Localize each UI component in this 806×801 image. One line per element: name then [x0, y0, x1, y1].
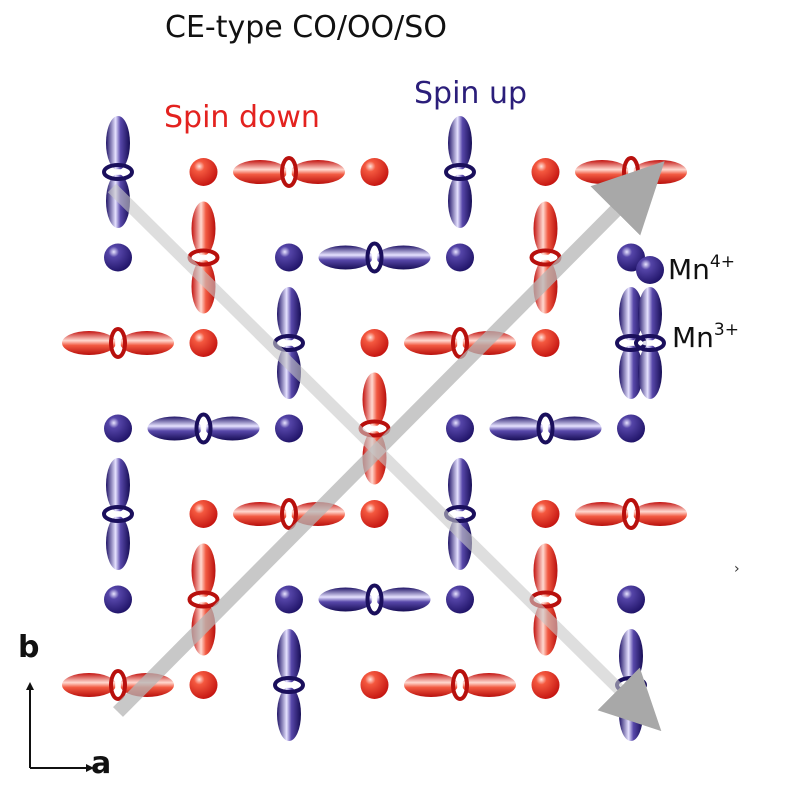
stray-mark: › — [734, 561, 740, 577]
legend-symbols — [634, 256, 666, 399]
site-spin-up-mn3-orbital-horizontal-r1c3 — [318, 241, 431, 274]
diagonal-arrow-down-right — [107, 183, 662, 732]
site-spin-up-mn4-sphere-r3c4 — [446, 414, 474, 443]
site-spin-up-mn4-sphere-r1c4 — [446, 243, 474, 272]
site-spin-down-mn3-orbital-vertical-r5c1 — [187, 543, 220, 656]
site-spin-down-mn4-sphere-r4c1 — [189, 500, 218, 528]
site-spin-up-mn3-orbital-horizontal-r3c1 — [147, 412, 260, 445]
site-spin-down-mn4-sphere-r0c5 — [531, 158, 560, 186]
site-spin-up-mn4-sphere-r3c2 — [275, 414, 303, 443]
mn4-charge: 4+ — [709, 252, 735, 272]
site-spin-down-mn3-orbital-vertical-r1c1 — [187, 201, 220, 314]
site-spin-down-mn4-sphere-r6c3 — [360, 671, 389, 699]
spin-up-label: Spin up — [414, 76, 528, 111]
site-spin-up-mn4-sphere-r5c4 — [446, 585, 474, 614]
site-spin-up-mn4-sphere-r3c0 — [104, 414, 132, 443]
site-spin-up-mn3-orbital-horizontal-r5c3 — [318, 583, 431, 616]
a-axis-label: a — [91, 746, 112, 781]
diagonal-arrows — [107, 161, 665, 732]
mn3-charge: 3+ — [713, 320, 739, 340]
mn4-legend-label: Mn4+ — [668, 252, 735, 286]
site-spin-up-mn4-sphere-r5c2 — [275, 585, 303, 614]
site-spin-up-mn4-sphere-r5c6 — [617, 585, 645, 614]
site-spin-up-mn3-orbital-vertical-r6c2 — [273, 629, 305, 741]
b-axis-label: b — [18, 630, 40, 665]
site-spin-down-mn3-orbital-horizontal-r2c0 — [62, 327, 174, 359]
site-spin-up-mn4-sphere-r5c0 — [104, 585, 132, 614]
site-spin-up-mn4-sphere-r1c0 — [104, 243, 132, 272]
legend-mn4-sphere-icon — [636, 256, 664, 284]
site-spin-down-mn3-orbital-horizontal-r6c4 — [404, 669, 516, 701]
site-spin-down-mn4-sphere-r2c5 — [531, 329, 560, 357]
site-spin-down-mn4-sphere-r6c1 — [189, 671, 218, 699]
site-spin-down-mn4-sphere-r2c1 — [189, 329, 218, 357]
diagram-title: CE-type CO/OO/SO — [165, 10, 447, 45]
mn4-symbol: Mn — [668, 253, 710, 286]
spin-down-label: Spin down — [164, 100, 320, 135]
site-spin-up-mn3-orbital-vertical-r0c4 — [444, 116, 476, 228]
site-spin-up-mn4-sphere-r1c2 — [275, 243, 303, 272]
mn3-symbol: Mn — [672, 321, 714, 354]
site-spin-down-mn3-orbital-horizontal-r0c6 — [575, 156, 687, 188]
legend-mn3-orbital-icon — [634, 287, 666, 399]
site-spin-down-mn4-sphere-r4c3 — [360, 500, 389, 528]
site-spin-up-mn3-orbital-vertical-r2c2 — [273, 287, 305, 399]
site-spin-down-mn3-orbital-horizontal-r4c6 — [575, 498, 687, 530]
site-spin-down-mn4-sphere-r0c1 — [189, 158, 218, 186]
site-spin-down-mn3-orbital-horizontal-r0c2 — [233, 156, 345, 188]
site-spin-up-mn3-orbital-vertical-r4c4 — [444, 458, 476, 570]
site-spin-down-mn4-sphere-r6c5 — [531, 671, 560, 699]
site-spin-down-mn4-sphere-r4c5 — [531, 500, 560, 528]
site-spin-up-mn3-orbital-vertical-r4c0 — [102, 458, 134, 570]
site-spin-up-mn4-sphere-r3c6 — [617, 414, 645, 443]
axes-indicator — [26, 682, 94, 772]
site-spin-up-mn3-orbital-horizontal-r3c5 — [489, 412, 602, 445]
site-spin-down-mn4-sphere-r2c3 — [360, 329, 389, 357]
site-spin-down-mn4-sphere-r0c3 — [360, 158, 389, 186]
mn3-legend-label: Mn3+ — [672, 320, 739, 354]
lattice-sites — [62, 116, 687, 741]
